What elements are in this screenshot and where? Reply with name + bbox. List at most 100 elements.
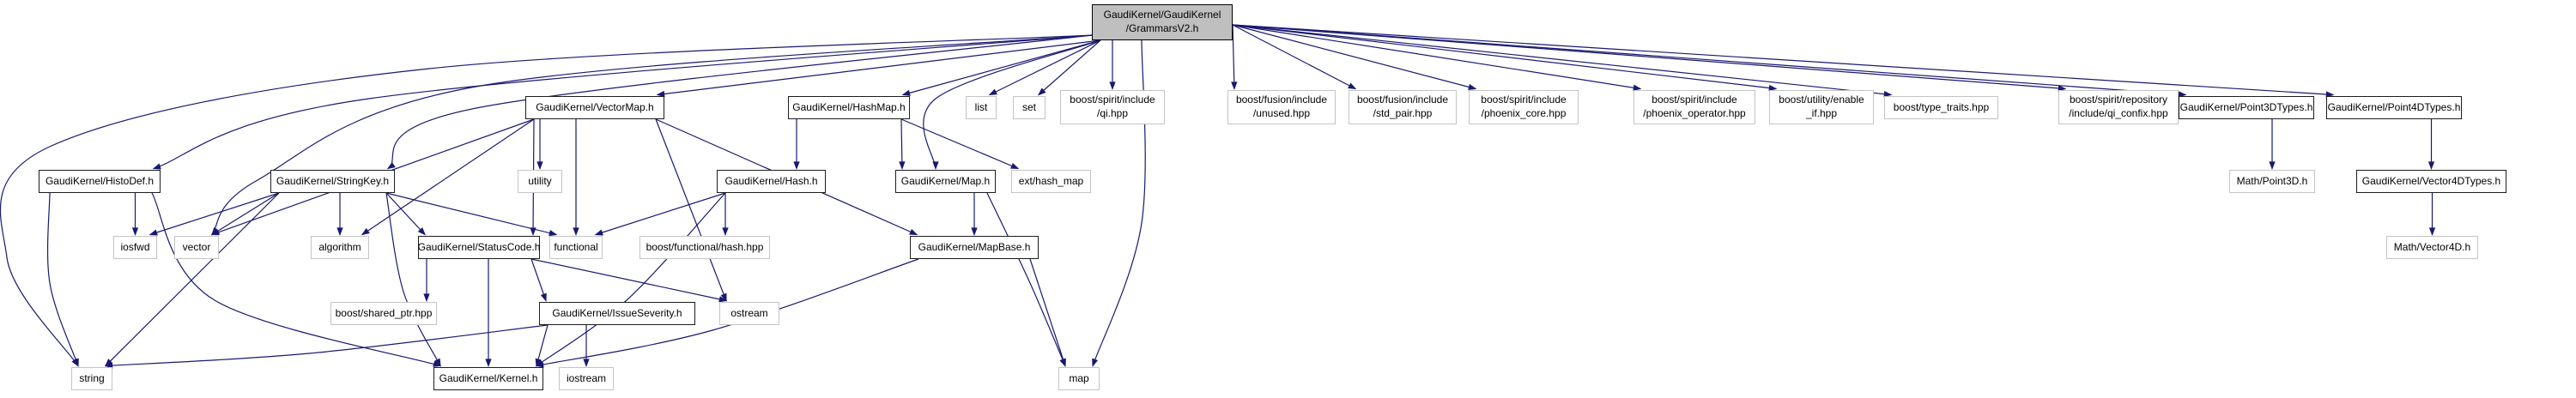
node-vector: vector [174,236,219,259]
edge-stringkey-functional [385,192,558,237]
node-maph[interactable]: GaudiKernel/Map.h [895,170,996,193]
node-point3dtypes[interactable]: GaudiKernel/Point3DTypes.h [2179,96,2314,119]
edge-root-point4dtypes [1232,24,2335,98]
node-stringkey[interactable]: GaudiKernel/StringKey.h [270,170,395,193]
node-string: string [71,367,112,390]
node-label: /std_pair.hpp [1373,107,1433,119]
node-utility: utility [518,170,562,193]
node-typetraits: boost/type_traits.hpp [1884,96,1998,119]
node-qiconfix: boost/spirit/repository/include/qi_confi… [2058,90,2179,124]
edge-mapbase-map [1029,258,1066,367]
node-label: GaudiKernel/Point3DTypes.h [2179,100,2313,113]
node-label: string [79,371,105,384]
edge-histodef-string [46,192,79,367]
edge-hashmap-maph [899,118,906,170]
edge-hash-functional [594,192,726,236]
edge-root-stdpair [1232,24,1357,90]
edge-root-phoenixop [1232,24,1642,91]
node-functional: functional [549,236,603,259]
node-label: GaudiKernel/VectorMap.h [536,100,654,113]
node-enableif: boost/utility/enable_if.hpp [1769,90,1874,124]
edge-root-unused [1231,24,1238,90]
node-point4dtypes[interactable]: GaudiKernel/Point4DTypes.h [2326,96,2462,119]
edge-vectormap-algorithm [361,118,535,236]
node-stdpair: boost/fusion/include/std_pair.hpp [1349,90,1457,124]
edge-stringkey-kernel [385,192,441,367]
node-label: boost/fusion/include [1235,93,1328,106]
node-mapbase[interactable]: GaudiKernel/MapBase.h [910,236,1039,259]
node-statuscode[interactable]: GaudiKernel/StatusCode.h [418,236,540,259]
node-label: boost/spirit/include [1481,93,1567,106]
node-histodef[interactable]: GaudiKernel/HistoDef.h [39,170,161,193]
edge-mapbase-kernel [535,258,919,368]
node-label: boost/utility/enable [1779,93,1864,106]
node-label: list [974,100,988,113]
node-label: GaudiKernel/StatusCode.h [417,240,541,253]
node-map: map [1058,367,1100,390]
node-iostream: iostream [559,367,614,390]
edge-root-vector [211,34,1093,236]
node-label: iostream [566,371,606,384]
node-root: GaudiKernel/GaudiKernel/GrammarsV2.h [1092,4,1233,40]
edge-root-hashmap [901,39,1101,96]
node-phoenixop: boost/spirit/include/phoenix_operator.hp… [1633,90,1755,124]
node-label: /GrammarsV2.h [1125,22,1199,34]
edge-maph-map [986,192,1066,367]
node-label: boost/shared_ptr.hpp [335,306,433,319]
node-label: /unused.hpp [1252,107,1311,119]
edge-root-list [988,39,1101,96]
node-label: GaudiKernel/IssueSeverity.h [552,306,682,319]
edge-root-maph [923,39,1101,170]
node-sharedptr: boost/shared_ptr.hpp [330,302,437,325]
node-label: boost/type_traits.hpp [1893,100,1990,113]
node-label: GaudiKernel/Map.h [900,174,991,187]
node-exthashmap: ext/hash_map [1011,170,1091,193]
node-kernel[interactable]: GaudiKernel/Kernel.h [433,367,543,390]
edge-root-string [0,34,1093,367]
node-label: algorithm [318,240,361,253]
node-hashmap[interactable]: GaudiKernel/HashMap.h [788,96,910,119]
node-label: GaudiKernel/GaudiKernel [1103,9,1221,21]
node-label: /include/qi_confix.hpp [2069,107,2168,119]
edge-root-phoenixcore [1232,24,1477,90]
node-hash[interactable]: GaudiKernel/Hash.h [717,170,826,193]
node-label: GaudiKernel/Hash.h [724,174,818,187]
node-label: _if.hpp [1805,107,1838,119]
edge-root-enableif [1232,24,1778,92]
node-label: boost/spirit/include [1070,93,1155,106]
node-label: GaudiKernel/Point4DTypes.h [2327,100,2461,113]
node-label: GaudiKernel/Kernel.h [439,371,538,384]
edge-statuscode-ostream [530,258,728,303]
node-set: set [1013,96,1046,119]
node-label: boost/fusion/include [1356,93,1449,106]
edge-root-vectormap [656,39,1101,98]
node-label: Math/Point3D.h [2236,174,2308,187]
node-label: /phoenix_operator.hpp [1643,107,1746,119]
node-algorithm: algorithm [311,236,369,259]
node-label: GaudiKernel/StringKey.h [276,174,390,187]
node-label: boost/spirit/include [1652,93,1737,106]
node-label: GaudiKernel/MapBase.h [918,240,1031,253]
edge-stringkey-vector [210,192,280,236]
node-vectormap[interactable]: GaudiKernel/VectorMap.h [525,96,664,119]
node-label: set [1021,100,1036,113]
node-vector4dtypes[interactable]: GaudiKernel/Vector4DTypes.h [2356,170,2506,193]
node-label: /qi.hpp [1096,107,1129,119]
node-label: iosfwd [120,240,150,253]
edge-statuscode-issueseverity [530,258,547,302]
edge-issueseverity-kernel [535,324,549,367]
node-label: boost/functional/hash.hpp [646,240,764,253]
node-label: vector [182,240,211,253]
edge-root-typetraits [1232,24,1893,98]
edge-root-set [1037,39,1101,96]
edge-root-map [1092,39,1146,367]
node-issueseverity[interactable]: GaudiKernel/IssueSeverity.h [539,302,695,325]
graph-edges [0,24,2436,369]
node-qi: boost/spirit/include/qi.hpp [1060,90,1165,124]
node-label: boost/spirit/repository [2069,93,2168,106]
node-mathpoint3d: Math/Point3D.h [2229,170,2315,193]
node-label: Math/Vector4D.h [2393,240,2471,253]
node-ostream: ostream [719,302,779,325]
node-list: list [966,96,997,119]
edge-root-point3dtypes [1232,24,2187,98]
